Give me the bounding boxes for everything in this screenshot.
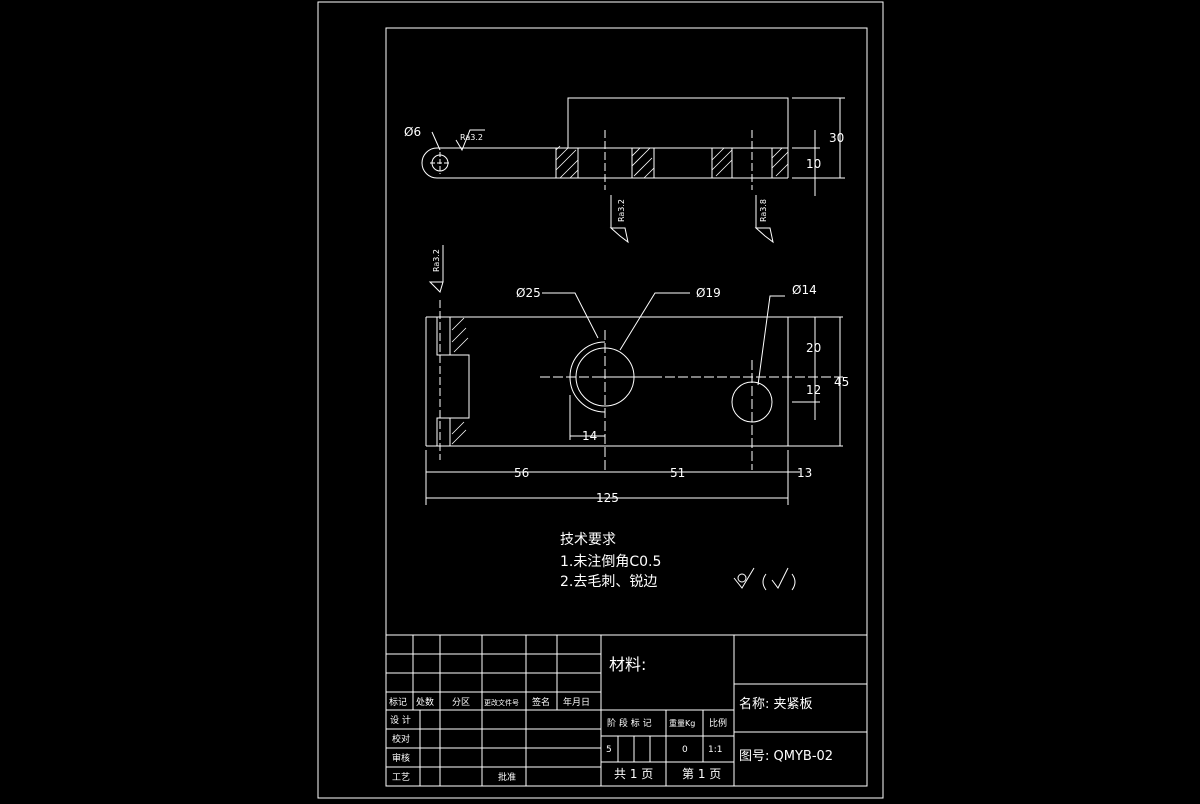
dia-14-label: Ø14	[792, 283, 817, 297]
weight-header: 重量Kg	[669, 718, 695, 728]
tech-req-title: 技术要求	[560, 532, 616, 548]
material-label: 材料:	[609, 655, 646, 674]
tech-req-line1: 1.未注倒角C0.5	[560, 554, 661, 570]
top-view	[421, 97, 845, 244]
stage-value: 5	[606, 745, 612, 755]
header-date: 年月日	[563, 696, 590, 708]
role-design: 设 计	[390, 714, 411, 726]
header-count: 处数	[416, 696, 434, 708]
header-mark: 标记	[389, 696, 407, 708]
header-sign: 签名	[532, 696, 550, 708]
scale-value: 1:1	[708, 745, 722, 755]
page-number: 第 1 页	[682, 767, 721, 781]
title-block-grid	[386, 634, 867, 786]
dim-45: 45	[834, 375, 849, 389]
dia-25-label: Ø25	[516, 286, 541, 300]
weight-value: 0	[682, 745, 688, 755]
dim-125: 125	[596, 491, 619, 505]
dim-height-total: 30	[829, 131, 844, 145]
front-view	[425, 245, 843, 505]
part-name: 名称: 夹紧板	[739, 696, 813, 712]
dim-14: 14	[582, 429, 597, 443]
tech-req-line2: 2.去毛刺、锐边	[560, 574, 657, 590]
top-roughness-left: Ra3.2	[460, 133, 483, 142]
drawing-number: 图号: QMYB-02	[739, 749, 833, 764]
top-roughness-mid: Ra3.2	[617, 199, 626, 222]
role-check: 校对	[392, 733, 410, 745]
front-roughness-left: Ra3.2	[432, 249, 441, 272]
dim-12: 12	[806, 383, 821, 397]
roughness-symbol-general	[733, 567, 796, 591]
header-zone: 分区	[452, 697, 470, 708]
top-hole-dia-label: Ø6	[404, 125, 421, 139]
scale-header: 比例	[709, 717, 727, 729]
outer-frame	[317, 1, 884, 799]
approve-label: 批准	[498, 771, 516, 783]
role-process: 工艺	[392, 772, 410, 783]
stage-mark-header: 阶 段 标 记	[607, 717, 652, 729]
dim-height-plate: 10	[806, 157, 821, 171]
dia-19-label: Ø19	[696, 286, 721, 300]
top-roughness-right: Ra3.8	[759, 199, 768, 222]
role-review: 审核	[392, 752, 410, 764]
inner-frame	[385, 27, 868, 787]
header-change-doc: 更改文件号	[484, 698, 519, 707]
total-pages: 共 1 页	[614, 767, 653, 781]
dim-51: 51	[670, 466, 685, 480]
dim-56: 56	[514, 466, 529, 480]
dim-13: 13	[797, 466, 812, 480]
dim-20: 20	[806, 341, 821, 355]
